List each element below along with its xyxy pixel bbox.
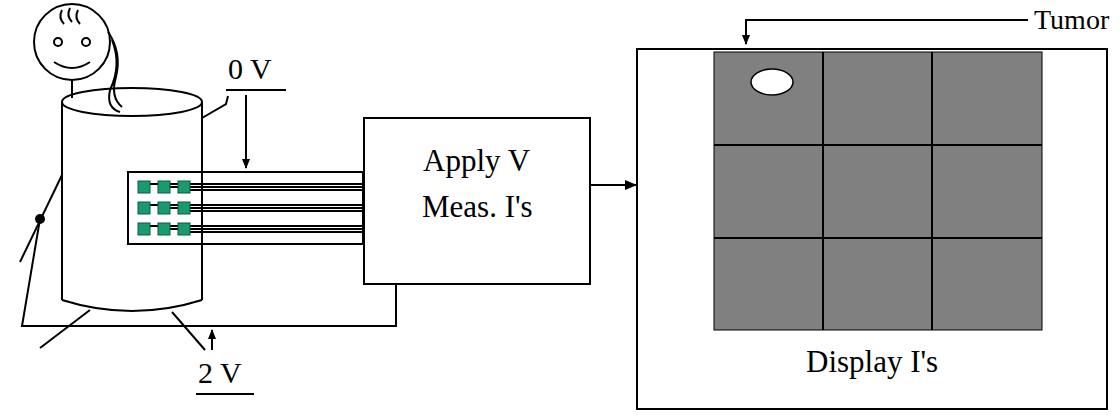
voltage-label: 2 V — [198, 356, 242, 390]
callout-label: Tumor — [1034, 4, 1109, 36]
box-text: Meas. I's — [422, 189, 533, 225]
box-text: Display I's — [806, 344, 938, 380]
underline — [226, 89, 286, 91]
display-box: Display I's — [636, 48, 1108, 410]
box-text: Apply V — [423, 143, 530, 179]
electrode-array — [128, 172, 363, 244]
voltage-label: 0 V — [228, 52, 272, 86]
voltage-arrow — [245, 95, 247, 168]
voltage-arrow — [211, 330, 213, 350]
process-box: Apply V Meas. I's — [363, 117, 591, 285]
leader-line — [746, 20, 1028, 44]
tumor-ellipse — [751, 69, 793, 95]
underline — [196, 393, 254, 395]
stick-figure — [20, 4, 228, 350]
image-grid — [714, 52, 1042, 330]
signal-arrow — [591, 184, 636, 186]
ground-wire — [22, 219, 396, 326]
